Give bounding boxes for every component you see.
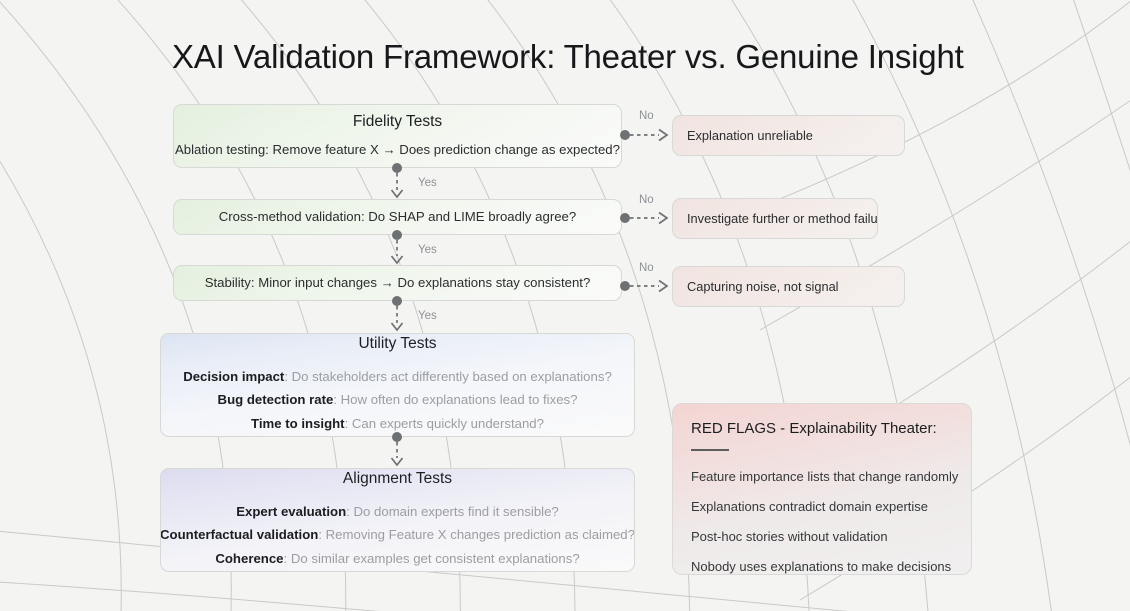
edge-label-no: No [639, 110, 654, 122]
edge-label-no: No [639, 262, 654, 274]
edge-label-yes: Yes [418, 244, 437, 256]
edge-label-yes: Yes [418, 310, 437, 322]
edge-label-yes: Yes [418, 177, 437, 189]
edge-label-no: No [639, 194, 654, 206]
